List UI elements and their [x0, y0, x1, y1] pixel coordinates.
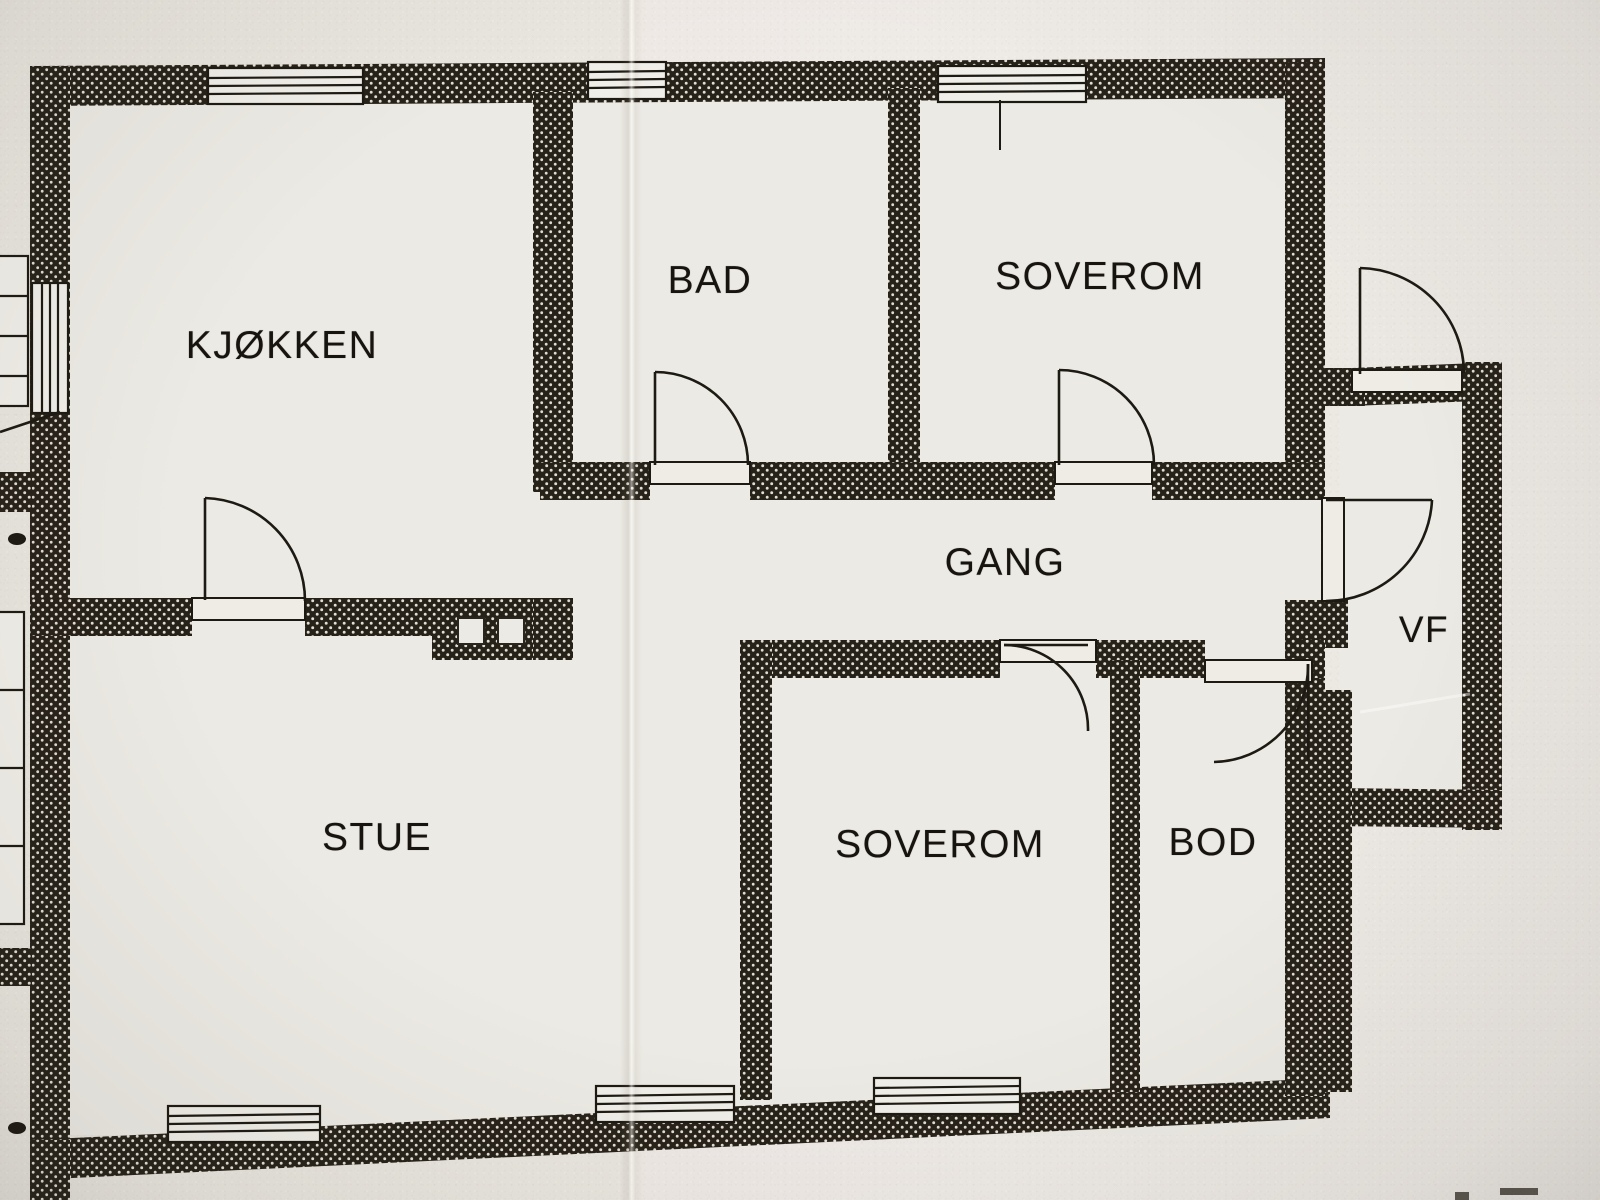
paper-crease-mark	[1359, 692, 1471, 714]
window-offplan-upper	[0, 254, 30, 408]
edge-ink-marks	[1455, 1188, 1538, 1200]
window-stue-south-right	[594, 1084, 736, 1124]
window-stue-south-left	[166, 1104, 322, 1144]
wall-markers	[8, 533, 26, 1134]
window-soverom-north	[936, 64, 1088, 104]
room-label-stue: STUE	[321, 816, 433, 859]
door-vf-exterior	[1351, 266, 1466, 393]
room-label-kjokken: KJØKKEN	[185, 324, 379, 367]
room-label-soverom-nord: SOVEROM	[995, 255, 1205, 298]
room-label-bod: BOD	[1168, 821, 1258, 864]
doors	[0, 266, 1466, 764]
window-offplan-lower	[0, 610, 26, 926]
windows	[0, 60, 1088, 1144]
door-soverom-sor-gang	[999, 639, 1097, 732]
door-bod-gang	[1204, 659, 1313, 764]
door-gang-vf	[1321, 497, 1434, 603]
door-bad-gang	[649, 370, 751, 485]
window-bad-north	[586, 60, 668, 101]
room-label-bad: BAD	[667, 259, 753, 302]
room-label-gang: GANG	[944, 541, 1066, 584]
room-label-soverom-sor: SOVEROM	[835, 823, 1045, 866]
door-kitchen-stue	[191, 496, 307, 621]
window-soverom-south	[872, 1076, 1022, 1116]
window-kitchen-north	[206, 66, 365, 106]
window-kitchen-west	[30, 281, 70, 415]
door-offplan-fragment	[0, 410, 61, 434]
room-label-vf: VF	[1398, 609, 1450, 650]
door-soverom-nord-gang	[1054, 368, 1156, 485]
